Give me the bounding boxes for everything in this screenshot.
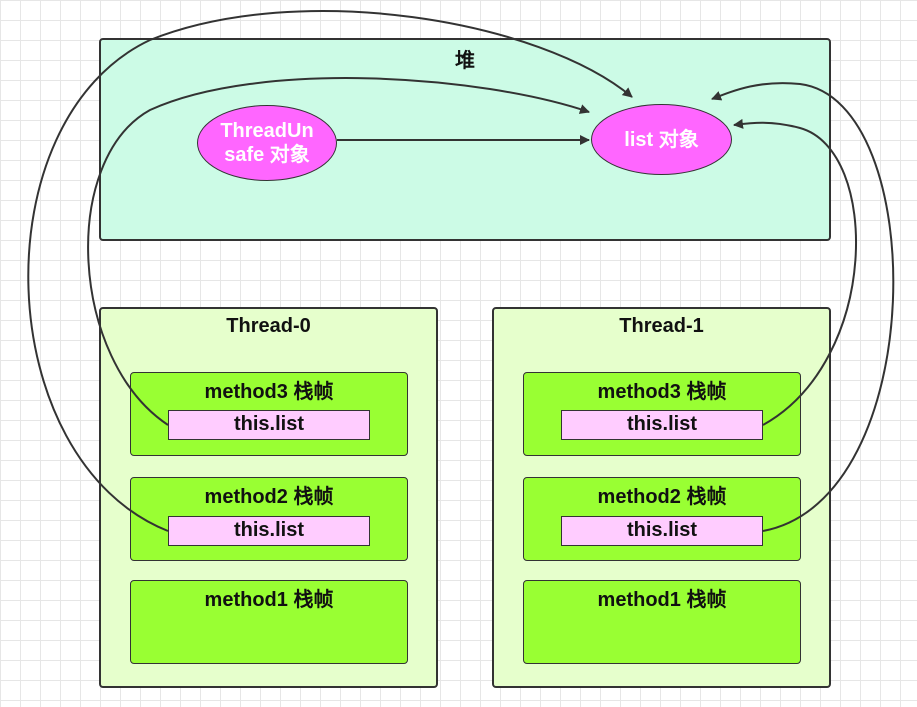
thread-1-method3-label: method3 栈帧 [597, 381, 727, 403]
threadunsafe-label-line1: ThreadUn [220, 120, 314, 142]
list-object[interactable]: list 对象 [591, 104, 732, 175]
threadunsafe-label-line2: safe 对象 [224, 144, 310, 166]
thread-1-method3-this-list[interactable]: this.list [561, 410, 763, 440]
list-object-label: list 对象 [624, 128, 699, 151]
thread-0-method1-label: method1 栈帧 [204, 589, 334, 611]
thread-1-method1-label: method1 栈帧 [597, 589, 727, 611]
thread-0-method1-frame: method1 栈帧 [130, 580, 408, 664]
thread-0-method2-label: method2 栈帧 [204, 486, 334, 508]
thread-0-method3-this-list[interactable]: this.list [168, 410, 370, 440]
thread-1-title: Thread-1 [619, 315, 704, 337]
thread-1-method1-frame: method1 栈帧 [523, 580, 801, 664]
thread-0-title: Thread-0 [226, 315, 311, 337]
thread-1-method2-this-list[interactable]: this.list [561, 516, 763, 546]
threadunsafe-object[interactable]: ThreadUn safe 对象 [197, 105, 337, 181]
heap-title: 堆 [455, 50, 475, 72]
thread-1-method2-label: method2 栈帧 [597, 486, 727, 508]
thread-0-method2-this-list[interactable]: this.list [168, 516, 370, 546]
thread-0-method3-label: method3 栈帧 [204, 381, 334, 403]
